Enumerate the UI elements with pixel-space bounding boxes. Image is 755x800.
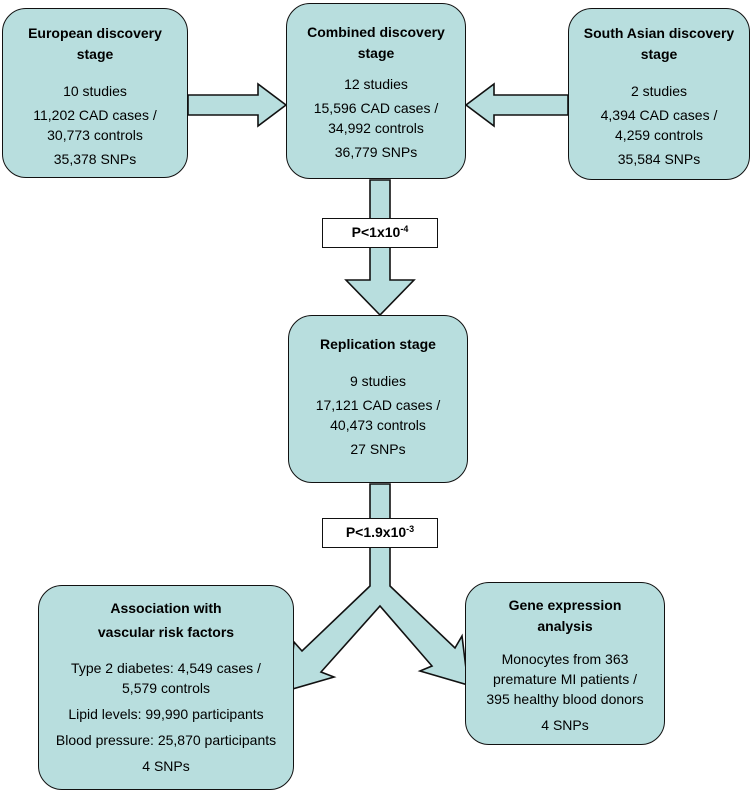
- cases-count: 4,394 CAD cases /: [600, 107, 718, 123]
- blood-pressure: Blood pressure: 25,870 participants: [55, 732, 277, 748]
- snps-count: 35,378 SNPs: [53, 151, 137, 167]
- box-title: Combined discovery: [307, 24, 445, 40]
- box-title: Association with: [110, 600, 222, 616]
- box-title: vascular risk factors: [97, 624, 235, 640]
- studies-count: 10 studies: [63, 83, 127, 99]
- cases-count: 17,121 CAD cases /: [315, 397, 441, 413]
- gene-expression-box: Gene expression analysis Monocytes from …: [465, 582, 665, 745]
- box-title: analysis: [537, 618, 593, 634]
- box-title: stage: [76, 46, 114, 62]
- threshold-prefix: P<1.9x10: [345, 524, 407, 540]
- cases-count: 11,202 CAD cases /: [33, 107, 157, 123]
- threshold-label-discovery: P<1x10-4: [322, 218, 438, 248]
- snps-count: 27 SNPs: [350, 441, 406, 457]
- box-title: European discovery: [28, 25, 162, 41]
- controls-count: 34,992 controls: [328, 120, 424, 136]
- box-title: stage: [357, 45, 395, 61]
- box-title: Replication stage: [320, 336, 436, 352]
- cohort-line: 395 healthy blood donors: [486, 691, 644, 707]
- snps-count: 4 SNPs: [541, 717, 589, 733]
- cases-count: 15,596 CAD cases /: [313, 100, 439, 116]
- cohort-line: Monocytes from 363: [501, 651, 629, 667]
- arrow-replication-split: [288, 483, 469, 692]
- cohort-line: premature MI patients /: [493, 671, 637, 687]
- arrow-european-to-combined: [187, 82, 288, 128]
- studies-count: 12 studies: [344, 76, 408, 92]
- snps-count: 4 SNPs: [142, 758, 190, 774]
- box-title: Gene expression: [508, 597, 622, 613]
- diabetes-cases: Type 2 diabetes: 4,549 cases /: [71, 660, 261, 676]
- snps-count: 35,584 SNPs: [617, 151, 701, 167]
- south-asian-discovery-box: South Asian discovery stage 2 studies 4,…: [568, 8, 750, 180]
- controls-count: 4,259 controls: [615, 127, 703, 143]
- threshold-prefix: P<1x10: [351, 224, 401, 240]
- box-title: South Asian discovery: [583, 25, 735, 41]
- controls-count: 40,473 controls: [330, 417, 426, 433]
- diabetes-controls: 5,579 controls: [122, 680, 210, 696]
- arrow-southasian-to-combined: [464, 82, 569, 128]
- vascular-risk-factors-box: Association with vascular risk factors T…: [38, 585, 294, 790]
- snps-count: 36,779 SNPs: [334, 144, 418, 160]
- controls-count: 30,773 controls: [47, 127, 143, 143]
- european-discovery-box: European discovery stage 10 studies 11,2…: [2, 8, 188, 178]
- threshold-exponent: -4: [400, 224, 409, 234]
- box-title: stage: [640, 46, 678, 62]
- threshold-exponent: -3: [406, 524, 415, 534]
- lipid-levels: Lipid levels: 99,990 participants: [68, 706, 264, 722]
- studies-count: 9 studies: [349, 373, 407, 389]
- replication-stage-box: Replication stage 9 studies 17,121 CAD c…: [288, 315, 468, 483]
- threshold-label-replication: P<1.9x10-3: [322, 518, 438, 548]
- studies-count: 2 studies: [630, 83, 688, 99]
- combined-discovery-box: Combined discovery stage 12 studies 15,5…: [286, 3, 466, 179]
